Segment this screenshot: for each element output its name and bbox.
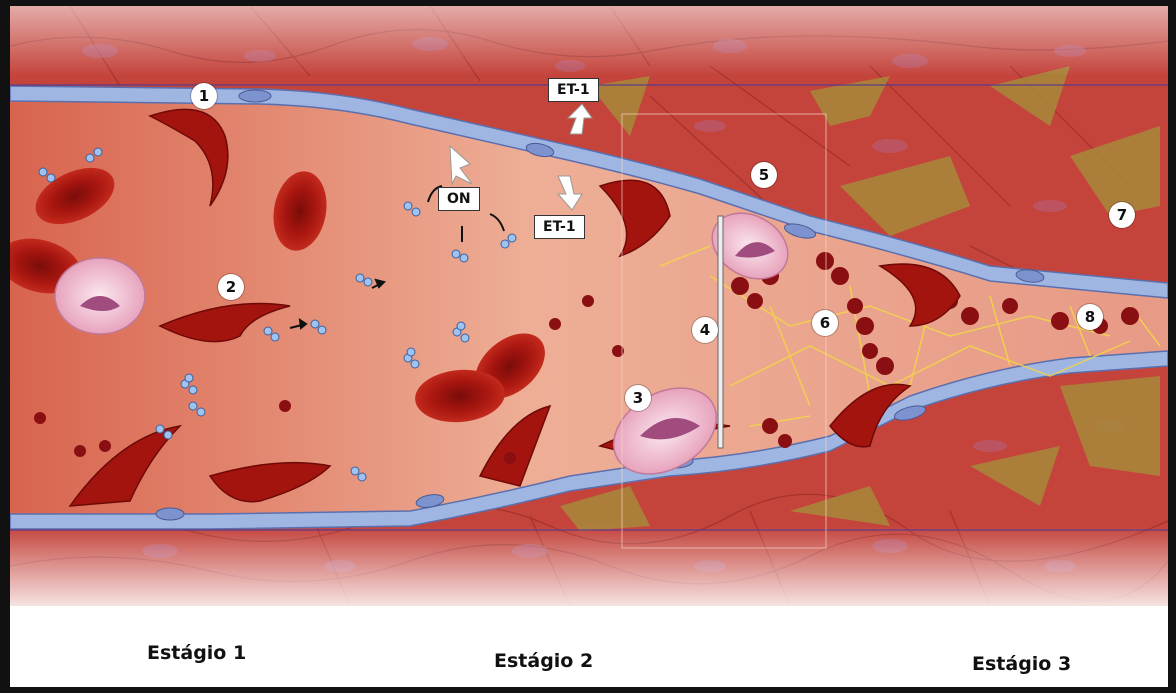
et1-label-bottom: ET-1	[534, 215, 585, 239]
marker-3: 3	[625, 385, 651, 411]
marker-8: 8	[1077, 304, 1103, 330]
et1-label-top: ET-1	[548, 78, 599, 102]
stage-1-label: Estágio 1	[147, 642, 246, 664]
marker-7: 7	[1109, 202, 1135, 228]
marker-5: 5	[751, 162, 777, 188]
on-label: ON	[438, 187, 480, 211]
marker-4: 4	[692, 317, 718, 343]
stage-3-label: Estágio 3	[972, 653, 1071, 675]
marker-2: 2	[218, 274, 244, 300]
marker-6: 6	[812, 310, 838, 336]
occlusion-marker	[718, 216, 723, 448]
marker-1: 1	[191, 83, 217, 109]
stage-2-label: Estágio 2	[494, 650, 593, 672]
vessel-illustration: 1 2 3 4 5 6 7 8 ON ET-1 ET-1	[10, 6, 1168, 606]
